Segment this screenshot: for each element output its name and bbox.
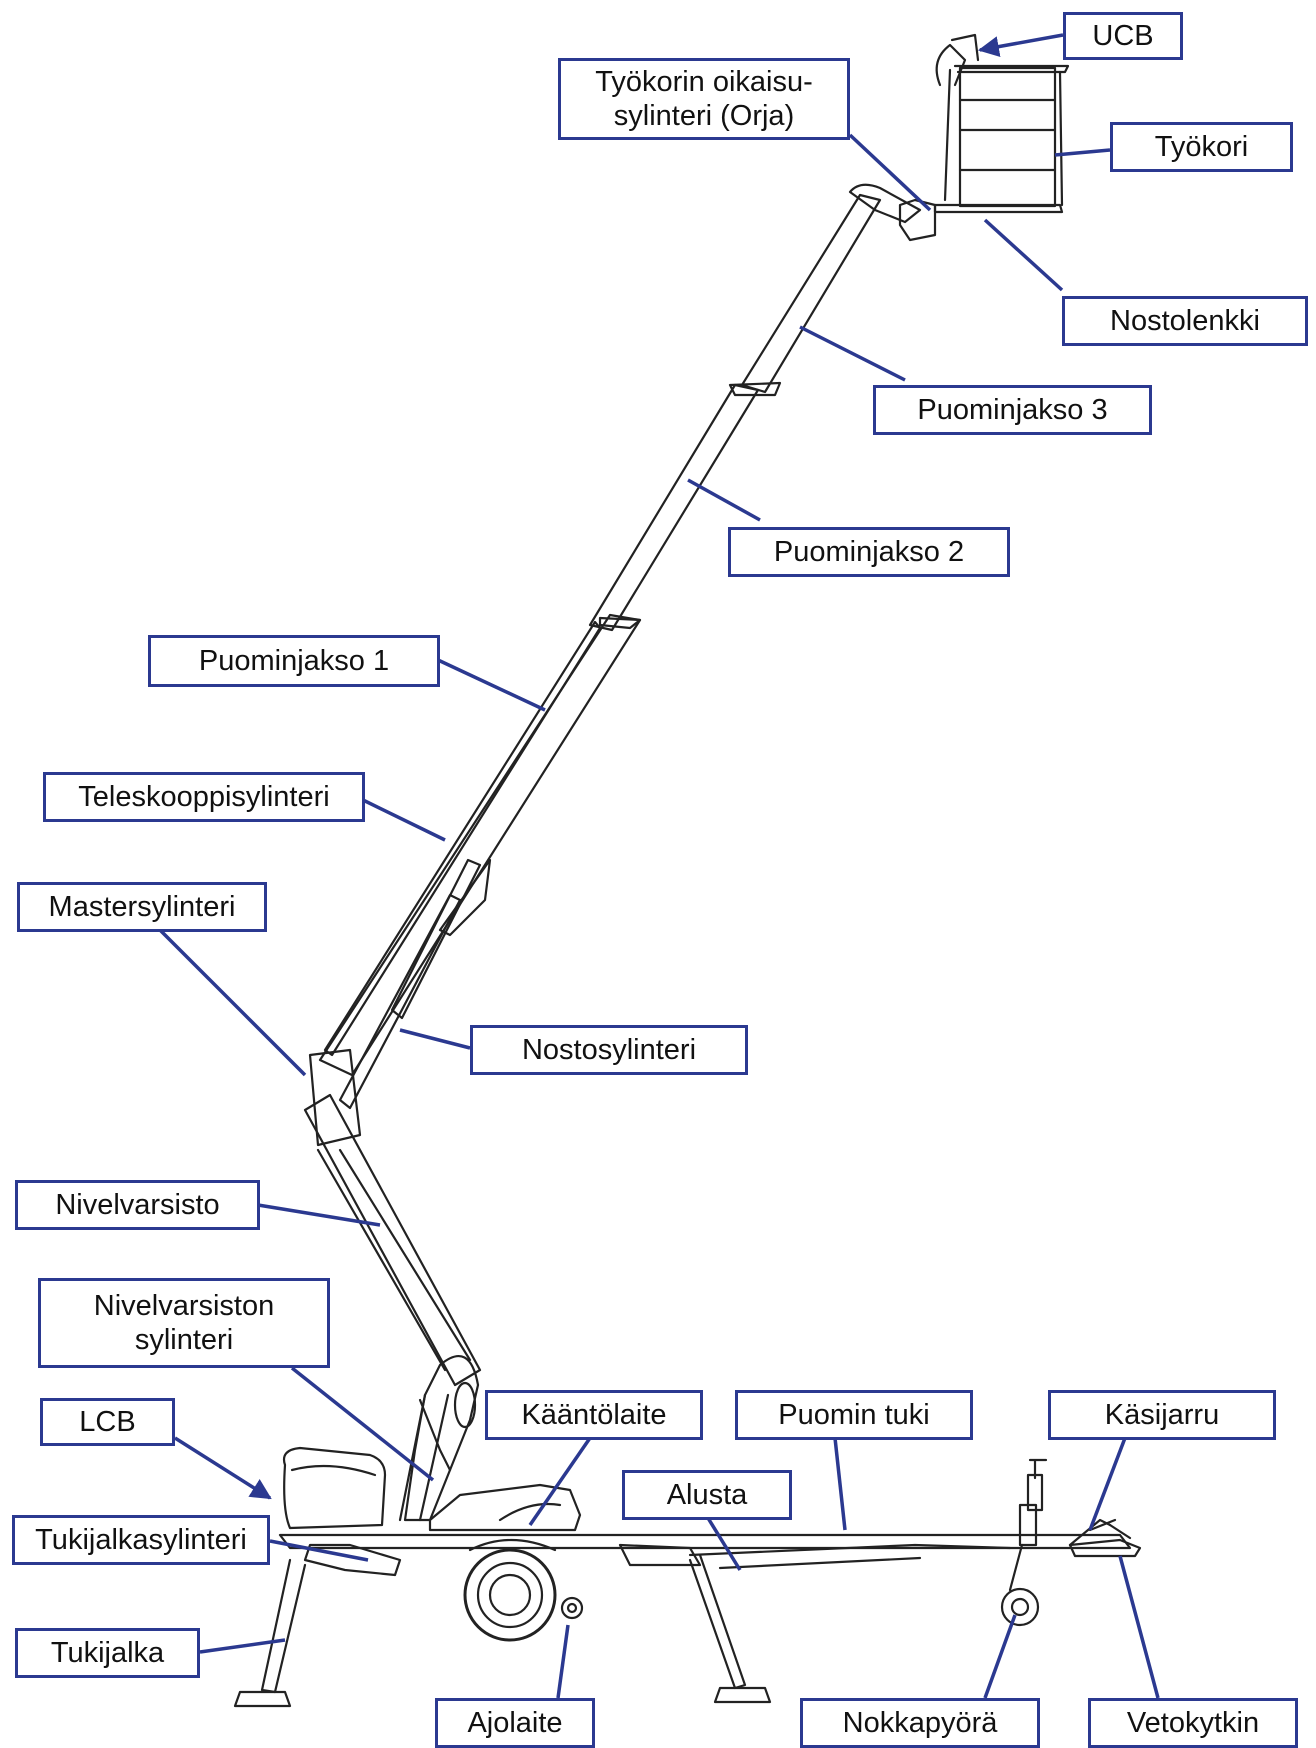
label-tukijalkasylinteri: Tukijalkasylinteri xyxy=(12,1515,270,1565)
label-alusta: Alusta xyxy=(622,1470,792,1520)
work-platform xyxy=(898,33,1070,242)
leader-lines xyxy=(156,33,1160,1699)
label-kasijarru: Käsijarru xyxy=(1048,1390,1276,1440)
label-puominjakso-2: Puominjakso 2 xyxy=(728,527,1010,577)
label-tyokorin-oikaisusylinteri: Työkorin oikaisu- sylinteri (Orja) xyxy=(558,58,850,140)
label-nostosylinteri: Nostosylinteri xyxy=(470,1025,748,1075)
turntable-body xyxy=(428,1483,582,1532)
label-kaantolaite: Kääntölaite xyxy=(485,1390,703,1440)
label-tukijalka: Tukijalka xyxy=(15,1628,200,1678)
label-puominjakso-1: Puominjakso 1 xyxy=(148,635,440,687)
label-mastersylinteri: Mastersylinteri xyxy=(17,882,267,932)
label-puomin-tuki: Puomin tuki xyxy=(735,1390,973,1440)
boom-section-3 xyxy=(740,193,882,394)
label-nostolenkki: Nostolenkki xyxy=(1062,296,1308,346)
label-lcb: LCB xyxy=(40,1398,175,1446)
label-ajolaite: Ajolaite xyxy=(435,1698,595,1748)
boom-section-2 xyxy=(588,383,760,632)
label-puominjakso-3: Puominjakso 3 xyxy=(873,385,1152,435)
label-tyokori: Työkori xyxy=(1110,122,1293,172)
lcb-box xyxy=(282,1446,387,1530)
machine-drawing xyxy=(233,33,1142,1708)
label-teleskooppisylinteri: Teleskooppisylinteri xyxy=(43,772,365,822)
label-nokkapyora: Nokkapyörä xyxy=(800,1698,1040,1748)
label-nivelvarsisto: Nivelvarsisto xyxy=(15,1180,260,1230)
label-nivelvarsiston-sylinteri: Nivelvarsiston sylinteri xyxy=(38,1278,330,1368)
label-vetokytkin: Vetokytkin xyxy=(1088,1698,1298,1748)
label-ucb: UCB xyxy=(1063,12,1183,60)
chassis-beam xyxy=(278,1533,1132,1550)
